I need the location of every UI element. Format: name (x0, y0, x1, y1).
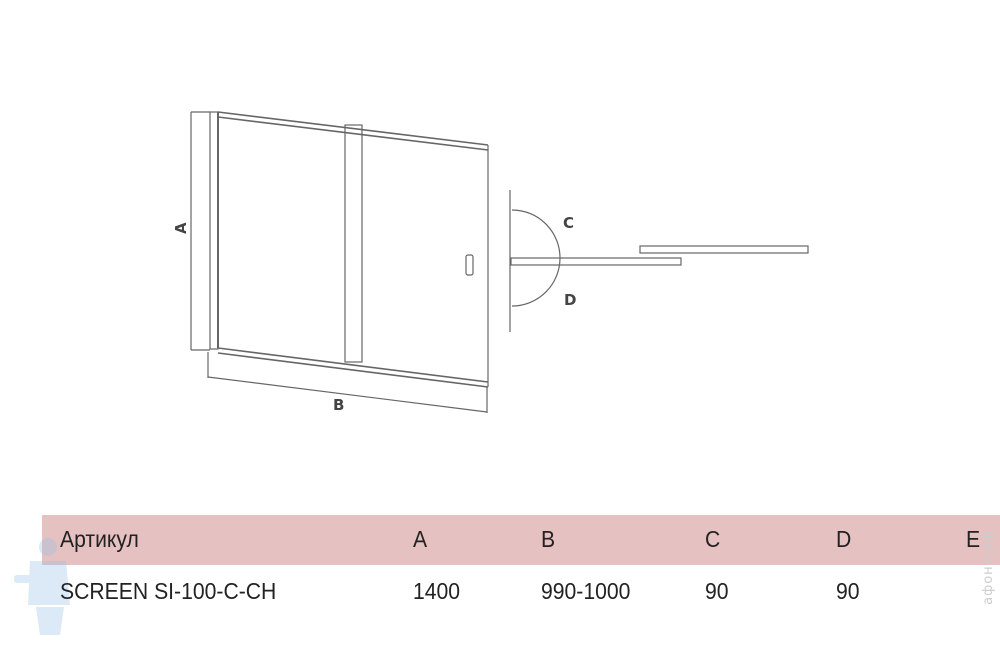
header-article: Артикул (60, 526, 139, 552)
watermark: афоня.рф (981, 530, 996, 605)
cell-b: 990-1000 (541, 578, 631, 604)
label-c: C (563, 214, 574, 232)
dimension-b-line (207, 376, 488, 413)
label-d: D (564, 291, 576, 309)
fixed-panel-top-view (510, 257, 682, 266)
plumber-logo-icon (14, 538, 70, 635)
header-a: A (413, 526, 428, 552)
cell-c: 90 (705, 578, 729, 604)
cell-a: 1400 (413, 578, 461, 604)
table-header-band (42, 515, 1000, 565)
wall-profile (209, 111, 219, 350)
sliding-panel-top-view (639, 245, 809, 254)
panel-top-rail (217, 111, 489, 151)
handle (465, 254, 474, 276)
bath-screen-diagram: A B C D (172, 111, 809, 414)
panel-bottom-rail (217, 347, 489, 388)
label-b: B (333, 396, 344, 414)
header-e: E (966, 526, 981, 552)
panel-middle-strip (344, 124, 363, 363)
header-b: B (541, 526, 556, 552)
cell-article: SCREEN SI-100-C-CH (60, 578, 277, 604)
header-c: C (705, 526, 721, 552)
header-d: D (836, 526, 852, 552)
label-a: A (172, 222, 190, 234)
cell-d: 90 (836, 578, 860, 604)
